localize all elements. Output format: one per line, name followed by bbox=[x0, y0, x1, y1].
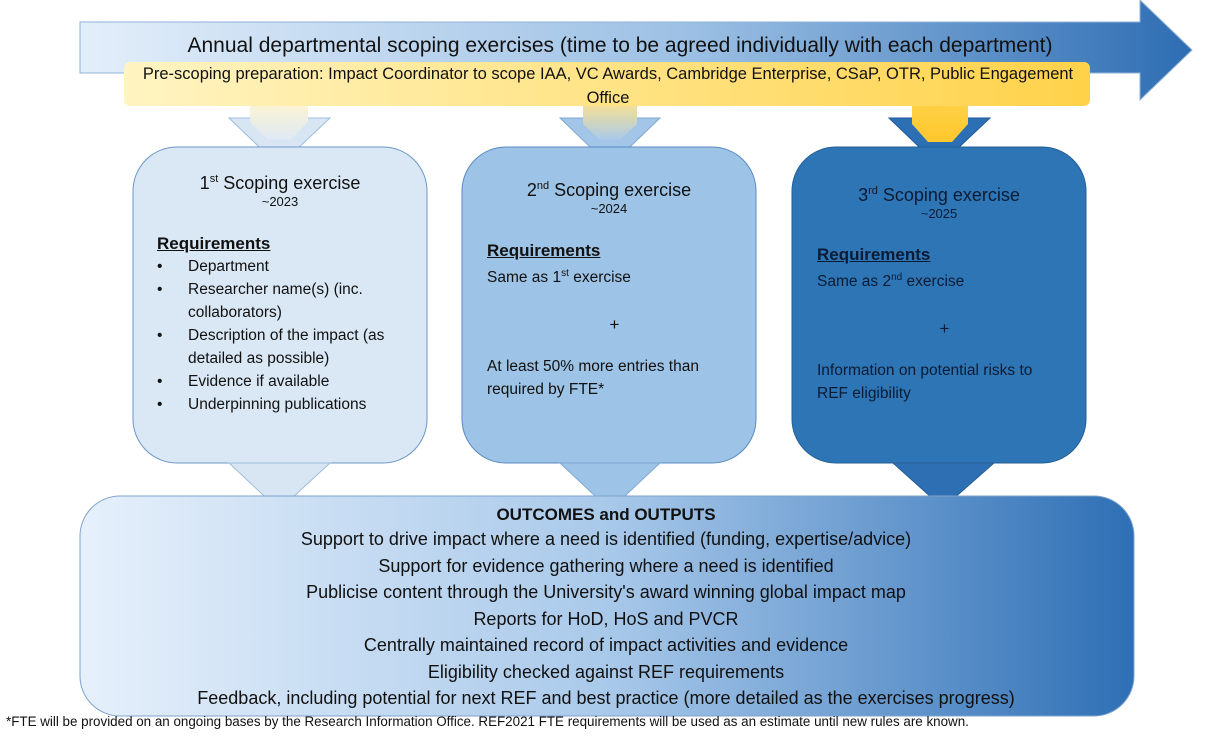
exercise-1-requirements-heading: Requirements bbox=[157, 234, 271, 253]
list-item: Researcher name(s) (inc. collaborators) bbox=[157, 278, 412, 324]
down-arrow-6 bbox=[891, 462, 996, 509]
exercise-2-title: 2nd Scoping exercise bbox=[526, 180, 692, 200]
outcomes-box bbox=[79, 495, 1135, 717]
exercise-3-same-as: Same as 2nd exercise bbox=[817, 272, 965, 291]
exercise-1-title: 1st Scoping exercise bbox=[199, 173, 361, 193]
exercise-2-extra: At least 50% more entries than required … bbox=[487, 358, 699, 399]
exercise-2-same-as: Same as 1st exercise bbox=[487, 268, 631, 287]
outcome-item: Feedback, including potential for next R… bbox=[197, 688, 1015, 708]
down-arrow-2-inner bbox=[583, 100, 637, 140]
exercise-2-requirements-heading: Requirements bbox=[487, 241, 601, 260]
outcomes-content: OUTCOMES and OUTPUTS Support to drive im… bbox=[80, 504, 1132, 712]
list-item: Description of the impact (as detailed a… bbox=[157, 324, 412, 370]
outcome-item: Eligibility checked against REF requirem… bbox=[427, 661, 785, 682]
prescoping-bar bbox=[124, 62, 1090, 106]
list-item: Department bbox=[157, 255, 412, 278]
list-item: Evidence if available bbox=[157, 370, 412, 393]
footnote: *FTE will be provided on an ongoing base… bbox=[6, 714, 969, 729]
exercise-3-requirements: Requirements Same as 2nd exercise + Info… bbox=[817, 244, 1072, 405]
exercise-3-year: ~2025 bbox=[920, 206, 958, 221]
outcome-item: Reports for HoD, HoS and PVCR bbox=[473, 608, 739, 629]
down-arrow-5 bbox=[558, 462, 662, 511]
exercise-3-plus: + bbox=[939, 319, 950, 339]
list-item: Underpinning publications bbox=[157, 393, 412, 416]
exercise-1-header: 1st Scoping exercise ~2023 bbox=[133, 168, 427, 210]
outcome-item: Support for evidence gathering where a n… bbox=[378, 555, 834, 576]
outcome-item: Centrally maintained record of impact ac… bbox=[363, 635, 849, 655]
exercise-2-year: ~2024 bbox=[590, 201, 628, 216]
exercise-2-requirements: Requirements Same as 1st exercise + At l… bbox=[487, 240, 742, 401]
down-arrow-3-inner bbox=[912, 100, 968, 142]
exercise-3-title: 3rd Scoping exercise bbox=[858, 185, 1020, 205]
outcome-item: Publicise content through the University… bbox=[306, 582, 906, 602]
exercise-1-requirements: Requirements Department Researcher name(… bbox=[157, 233, 412, 416]
down-arrow-4 bbox=[227, 462, 332, 511]
down-arrow-1-inner bbox=[250, 100, 308, 140]
outcome-item: Support to drive impact where a need is … bbox=[300, 529, 912, 549]
prescoping-text: Pre-scoping preparation: Impact Coordina… bbox=[142, 65, 1074, 107]
outcomes-heading: OUTCOMES and OUTPUTS bbox=[496, 505, 716, 524]
exercise-2-header: 2nd Scoping exercise ~2024 bbox=[462, 175, 756, 217]
exercise-1-requirements-list: Department Researcher name(s) (inc. coll… bbox=[157, 255, 412, 416]
exercise-3-extra: Information on potential risks to REF el… bbox=[817, 362, 1033, 403]
exercise-3-header: 3rd Scoping exercise ~2025 bbox=[792, 180, 1086, 222]
exercise-1-year: ~2023 bbox=[261, 194, 299, 209]
banner-title: Annual departmental scoping exercises (t… bbox=[187, 34, 1053, 57]
exercise-2-plus: + bbox=[609, 315, 620, 335]
exercise-3-requirements-heading: Requirements bbox=[817, 245, 931, 264]
